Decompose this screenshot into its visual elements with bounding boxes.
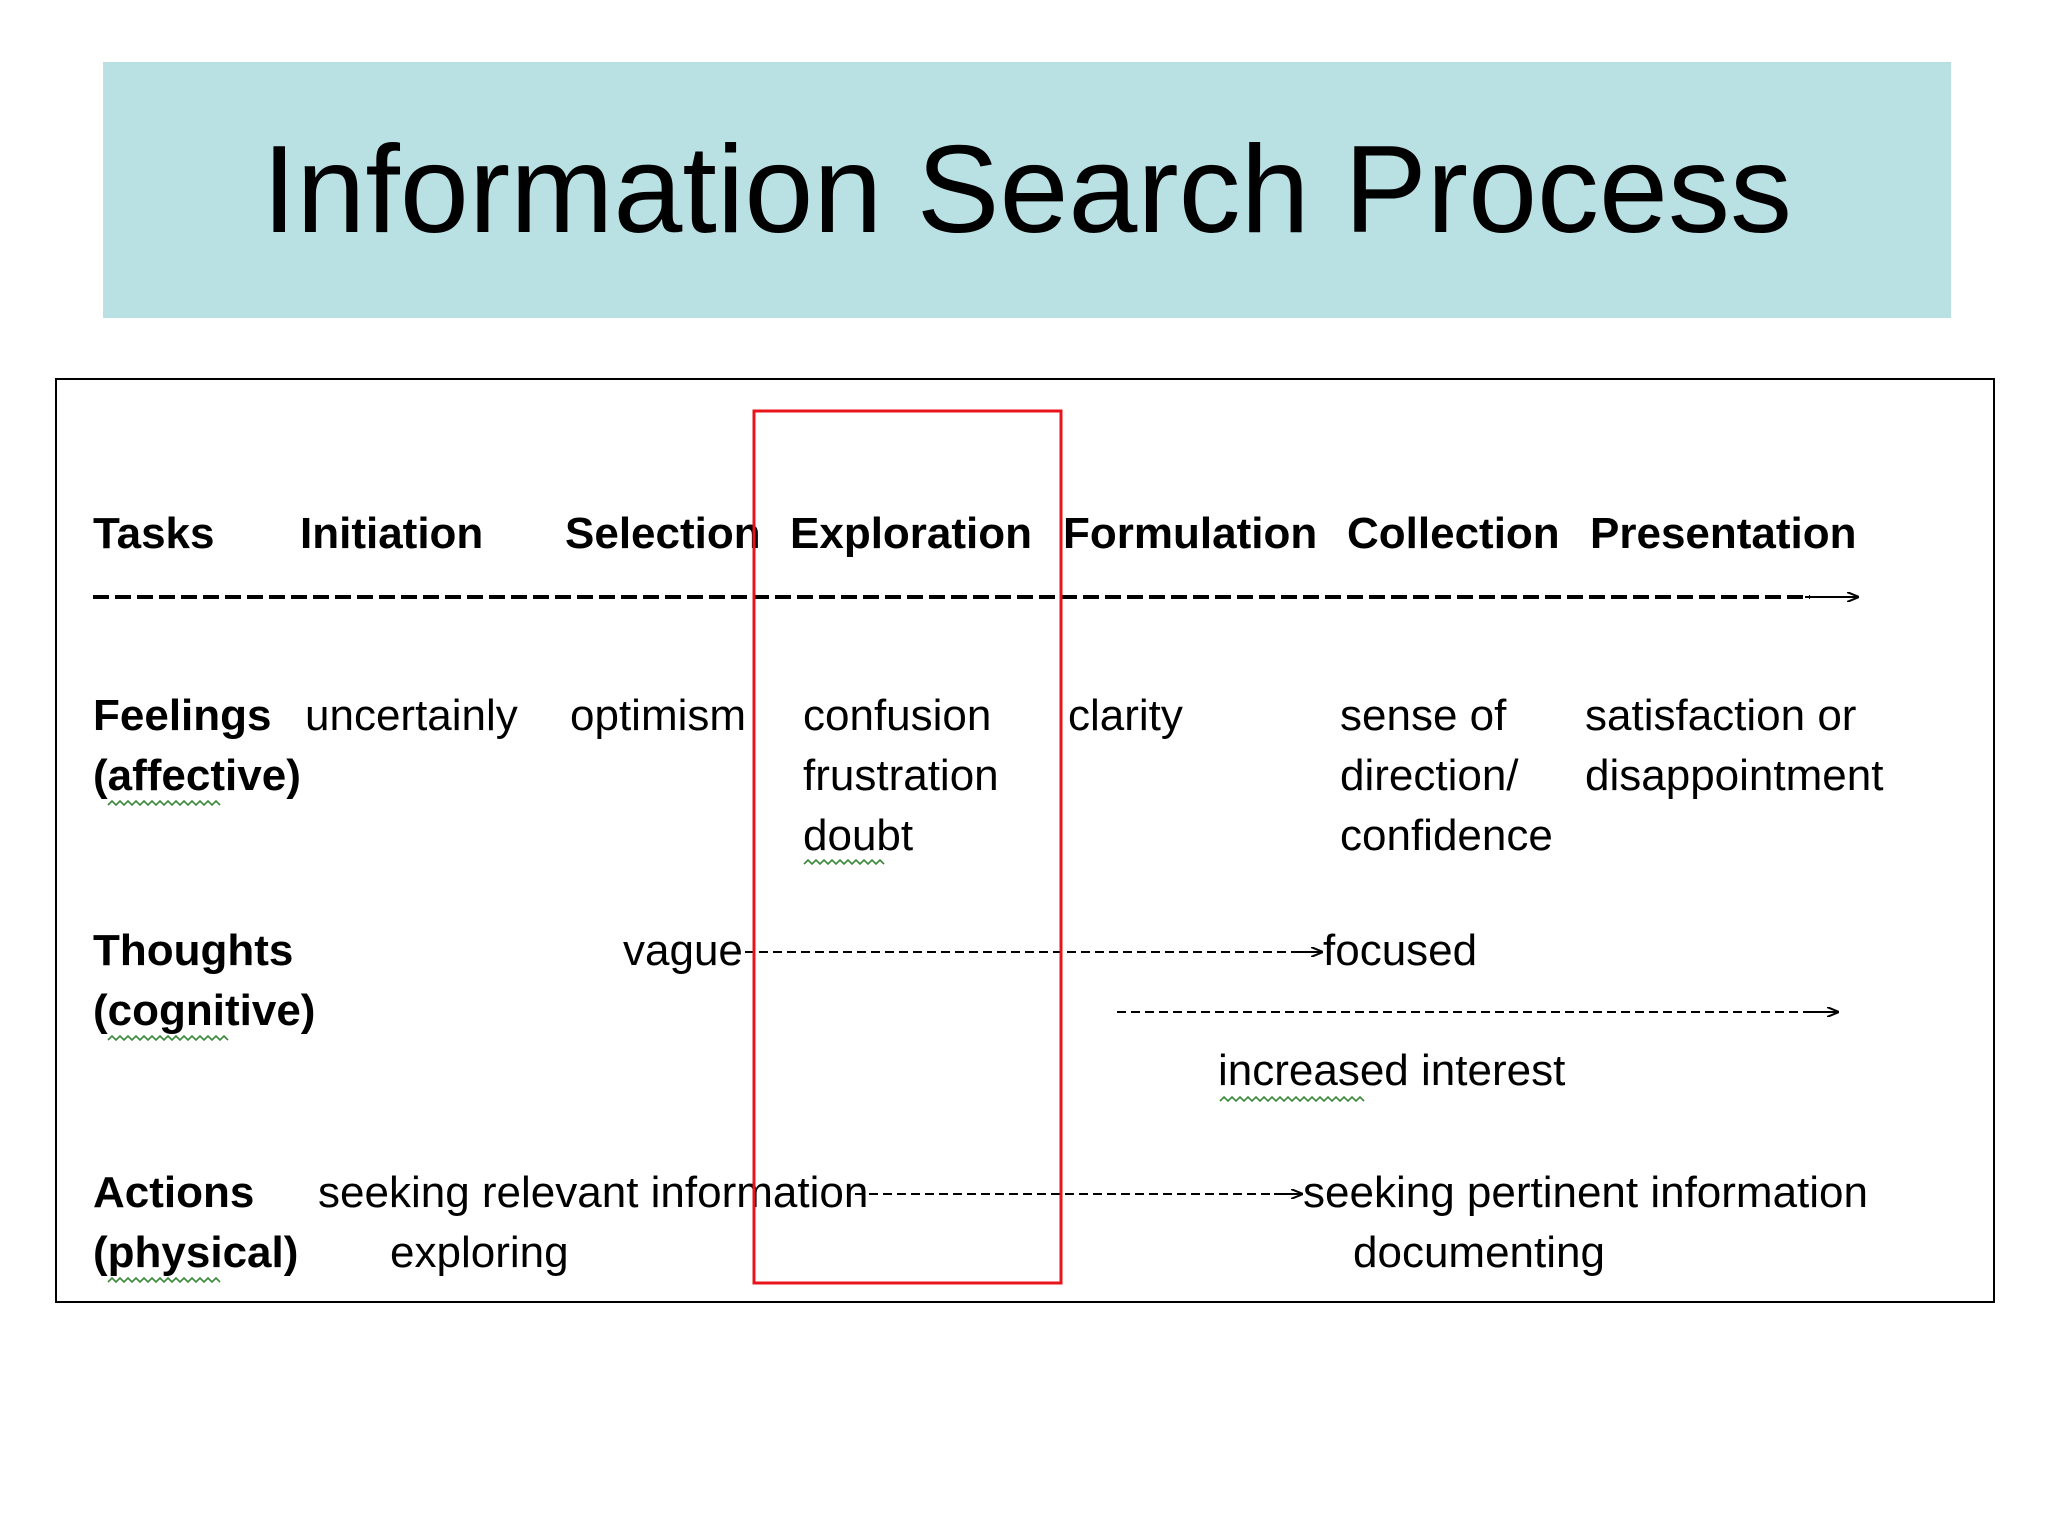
title-banner: Information Search Process <box>103 62 1951 318</box>
feeling-presentation-1: satisfaction or <box>1585 691 1856 740</box>
thoughts-label: Thoughts <box>93 926 293 975</box>
increased-spellcheck-underline <box>1219 1095 1365 1103</box>
feelings-spellcheck-underline <box>107 799 221 807</box>
stage-selection: Selection <box>565 509 761 558</box>
thoughts-spellcheck-underline <box>107 1034 229 1042</box>
actions-from-main: seeking relevant information <box>318 1168 868 1217</box>
thoughts-sublabel: (cognitive) <box>93 986 315 1035</box>
feeling-collection-2: direction/ <box>1340 751 1519 800</box>
actions-to-sub: documenting <box>1353 1228 1605 1277</box>
feeling-formulation: clarity <box>1068 691 1183 740</box>
feeling-collection-1: sense of <box>1340 691 1507 740</box>
tasks-row-label: Tasks <box>93 509 215 558</box>
actions-label: Actions <box>93 1168 254 1217</box>
stage-formulation: Formulation <box>1063 509 1317 558</box>
feeling-selection: optimism <box>570 691 746 740</box>
actions-sublabel: (physical) <box>93 1228 298 1277</box>
stage-exploration: Exploration <box>790 509 1032 558</box>
feeling-exploration-1: confusion <box>803 691 991 740</box>
stage-collection: Collection <box>1347 509 1560 558</box>
slide-title: Information Search Process <box>261 121 1793 259</box>
stage-presentation: Presentation <box>1590 509 1857 558</box>
thoughts-to: focused <box>1323 926 1477 975</box>
diagram-frame <box>55 378 1995 1303</box>
stage-initiation: Initiation <box>300 509 483 558</box>
actions-to-main: seeking pertinent information <box>1303 1168 1868 1217</box>
feelings-sublabel: (affective) <box>93 751 301 800</box>
feelings-label: Feelings <box>93 691 272 740</box>
physical-spellcheck-underline <box>107 1276 221 1284</box>
feeling-presentation-2: disappointment <box>1585 751 1883 800</box>
thoughts-trend: increased interest <box>1218 1046 1565 1095</box>
exploration-highlight-box <box>752 409 1063 1285</box>
feeling-exploration-3: doubt <box>803 811 913 860</box>
feeling-exploration-2: frustration <box>803 751 999 800</box>
actions-from-sub: exploring <box>390 1228 569 1277</box>
feeling-collection-3: confidence <box>1340 811 1553 860</box>
thoughts-from: vague <box>623 926 743 975</box>
doubt-spellcheck-underline <box>803 858 885 866</box>
feeling-initiation: uncertainly <box>305 691 518 740</box>
